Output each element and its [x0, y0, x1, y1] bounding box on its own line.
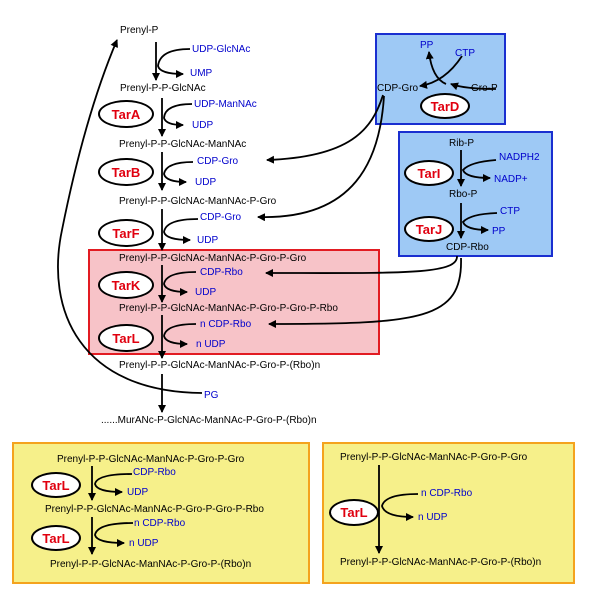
udp-mannac-label: UDP-ManNAc	[194, 99, 257, 110]
cdp-rbo-label-1: CDP-Rbo	[200, 267, 243, 278]
step-side-1	[157, 48, 191, 78]
br-product-label: Prenyl-P-P-GlcNAc-ManNAc-P-Gro-P-(Rbo)n	[340, 557, 542, 568]
prenyl-rbo-n-label: Prenyl-P-P-GlcNAc-ManNAc-P-Gro-P-(Rbo)n	[119, 360, 321, 371]
bottom-left-panel	[12, 442, 310, 584]
nadph2-label: NADPH2	[499, 152, 540, 163]
udp-label-2: UDP	[195, 177, 217, 188]
tarB-enzyme: TarB	[98, 158, 154, 186]
n-udp-label: n UDP	[196, 339, 226, 350]
tarD-pp-arrow	[425, 51, 447, 85]
br-n-cdp-rbo-label: n CDP-Rbo	[421, 488, 473, 499]
tarD-main-arrow	[450, 82, 497, 91]
bl-n-udp-label: n UDP	[129, 538, 159, 549]
step-side-4	[163, 218, 199, 244]
rbo-p-label: Rbo-P	[449, 189, 478, 200]
step-side-2	[163, 103, 193, 129]
prenyl-p-gro-p-gro-label: Prenyl-P-P-GlcNAc-ManNAc-P-Gro-P-Gro	[119, 253, 307, 264]
cdp-rbo-arrow-2	[268, 257, 462, 328]
cdp-gro-label-1: CDP-Gro	[197, 156, 239, 167]
udp-label-1: UDP	[192, 120, 214, 131]
bl-udp-label: UDP	[127, 487, 149, 498]
bl-substrate-label: Prenyl-P-P-GlcNAc-ManNAc-P-Gro-P-Gro	[57, 454, 245, 465]
tarK-enzyme: TarK	[98, 271, 154, 299]
tarI-side-arrow	[461, 159, 497, 182]
tarD-ctp-label: CTP	[455, 48, 475, 59]
bl-intermediate-label: Prenyl-P-P-GlcNAc-ManNAc-P-Gro-P-Gro-P-R…	[45, 504, 264, 515]
prenyl-p-label: Prenyl-P	[120, 25, 159, 36]
udp-label-4: UDP	[195, 287, 217, 298]
ump-label: UMP	[190, 68, 213, 79]
tarJ-ctp-label: CTP	[500, 206, 520, 217]
nadp-plus-label: NADP+	[494, 174, 528, 185]
tarD-side-arrow	[419, 55, 463, 89]
tarI-enzyme: TarI	[404, 160, 454, 186]
step-side-6	[163, 323, 197, 348]
bl-product-label: Prenyl-P-P-GlcNAc-ManNAc-P-Gro-P-(Rbo)n	[50, 559, 252, 570]
bl-n-cdp-rbo-label: n CDP-Rbo	[134, 518, 186, 529]
prenyl-pp-glcnac-label: Prenyl-P-P-GlcNAc	[120, 83, 206, 94]
tarA-enzyme: TarA	[98, 100, 154, 128]
step-side-3	[163, 161, 194, 186]
pg-label: PG	[204, 390, 219, 401]
br-tarL-enzyme: TarL	[329, 499, 379, 526]
tarD-enzyme: TarD	[420, 93, 470, 119]
udp-label-3: UDP	[197, 235, 219, 246]
udp-glcnac-label: UDP-GlcNAc	[192, 44, 251, 55]
cdp-gro-arrow-2	[257, 95, 385, 222]
tarJ-enzyme: TarJ	[404, 216, 454, 242]
tarD-gro-p-label: Gro-P	[471, 83, 498, 94]
bl-side-arrow-2	[94, 522, 134, 547]
cdp-gro-arrow-1	[266, 94, 384, 164]
bl-tarL-enzyme-2: TarL	[31, 525, 81, 551]
cdp-gro-label-2: CDP-Gro	[200, 212, 242, 223]
prenyl-p-rbo-label: Prenyl-P-P-GlcNAc-ManNAc-P-Gro-P-Gro-P-R…	[119, 303, 338, 314]
n-cdp-rbo-label: n CDP-Rbo	[200, 319, 252, 330]
tarJ-cdp-rbo-label: CDP-Rbo	[446, 242, 489, 253]
tarF-enzyme: TarF	[98, 219, 154, 247]
bl-side-arrow-1	[94, 473, 133, 496]
bl-tarL-enzyme-1: TarL	[31, 472, 81, 498]
bl-cdp-rbo-label: CDP-Rbo	[133, 467, 176, 478]
prenyl-mannac-p-gro-label: Prenyl-P-P-GlcNAc-ManNAc-P-Gro	[119, 196, 277, 207]
prenyl-pp-glcnac-mannac-label: Prenyl-P-P-GlcNAc-ManNAc	[119, 139, 247, 150]
tarL-enzyme: TarL	[98, 324, 154, 352]
br-substrate-label: Prenyl-P-P-GlcNAc-ManNAc-P-Gro-P-Gro	[340, 452, 528, 463]
cdp-rbo-arrow-1	[265, 255, 458, 278]
tarJ-pp-label: PP	[492, 226, 506, 237]
step-side-5	[163, 271, 197, 296]
tarD-cdp-gro-label: CDP-Gro	[377, 83, 419, 94]
rib-p-label: Rib-P	[449, 138, 475, 149]
br-side-arrow	[381, 493, 419, 521]
pg-recycle-arrow	[57, 39, 203, 394]
tarD-pp-label: PP	[420, 40, 434, 51]
final-product-label: ......MurANc-P-GlcNAc-ManNAc-P-Gro-P-(Rb…	[101, 415, 317, 426]
tarJ-side-arrow	[461, 212, 498, 234]
br-n-udp-label: n UDP	[418, 512, 448, 523]
